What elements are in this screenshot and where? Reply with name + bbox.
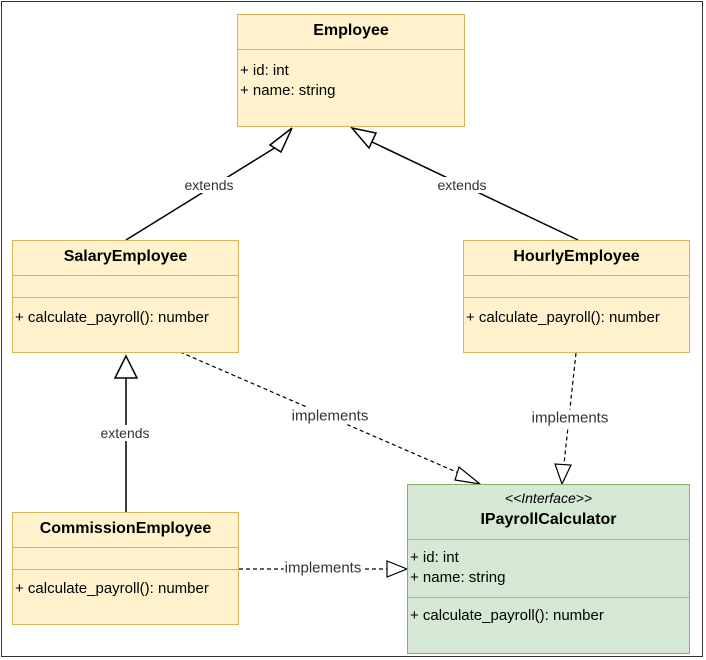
- label-hourly-implements-payroll: implements: [530, 409, 610, 427]
- class-divider: [13, 275, 238, 276]
- label-hourly-extends-employee: extends: [436, 177, 488, 193]
- interface-stereotype: <<Interface>>: [504, 490, 593, 506]
- realization-arrowhead: [386, 560, 409, 578]
- class-name: CommissionEmployee: [39, 520, 212, 537]
- class-divider: [464, 275, 689, 276]
- class-salary-employee[interactable]: SalaryEmployee + calculate_payroll(): nu…: [12, 240, 239, 353]
- class-divider: [408, 539, 689, 540]
- attribute: + name: string: [240, 82, 336, 99]
- interface-payroll-calculator[interactable]: <<Interface>> IPayrollCalculator + id: i…: [407, 484, 690, 654]
- realization-arrowhead: [554, 463, 572, 486]
- attribute: + name: string: [410, 569, 506, 586]
- class-divider: [13, 297, 238, 298]
- inheritance-arrowhead: [113, 354, 139, 379]
- realization-arrowhead: [454, 465, 483, 485]
- class-commission-employee[interactable]: CommissionEmployee + calculate_payroll()…: [12, 512, 239, 625]
- method: + calculate_payroll(): number: [410, 607, 604, 624]
- label-commission-extends-salary: extends: [99, 425, 151, 441]
- class-name: IPayrollCalculator: [480, 511, 617, 528]
- attribute: + id: int: [410, 549, 459, 566]
- edge-commission-extends-salary[interactable]: [113, 354, 139, 512]
- edge-hourly-implements-payroll[interactable]: [554, 352, 577, 486]
- inheritance-arrowhead: [268, 127, 293, 154]
- method: + calculate_payroll(): number: [15, 309, 209, 326]
- class-divider: [238, 49, 464, 50]
- label-salary-extends-employee: extends: [183, 177, 235, 193]
- class-name: Employee: [313, 22, 389, 39]
- class-divider: [408, 597, 689, 598]
- edge-salary-implements-payroll[interactable]: [179, 351, 483, 485]
- class-name: SalaryEmployee: [63, 248, 188, 265]
- label-salary-implements-payroll: implements: [290, 407, 370, 425]
- class-employee[interactable]: Employee + id: int + name: string: [237, 14, 465, 127]
- class-name: HourlyEmployee: [513, 248, 640, 265]
- label-commission-implements-payroll: implements: [283, 559, 363, 577]
- attribute: + id: int: [240, 62, 289, 79]
- class-divider: [13, 569, 238, 570]
- inheritance-arrowhead: [350, 126, 378, 150]
- method: + calculate_payroll(): number: [466, 309, 660, 326]
- class-hourly-employee[interactable]: HourlyEmployee + calculate_payroll(): nu…: [463, 240, 690, 353]
- class-divider: [13, 547, 238, 548]
- method: + calculate_payroll(): number: [15, 580, 209, 597]
- class-divider: [464, 297, 689, 298]
